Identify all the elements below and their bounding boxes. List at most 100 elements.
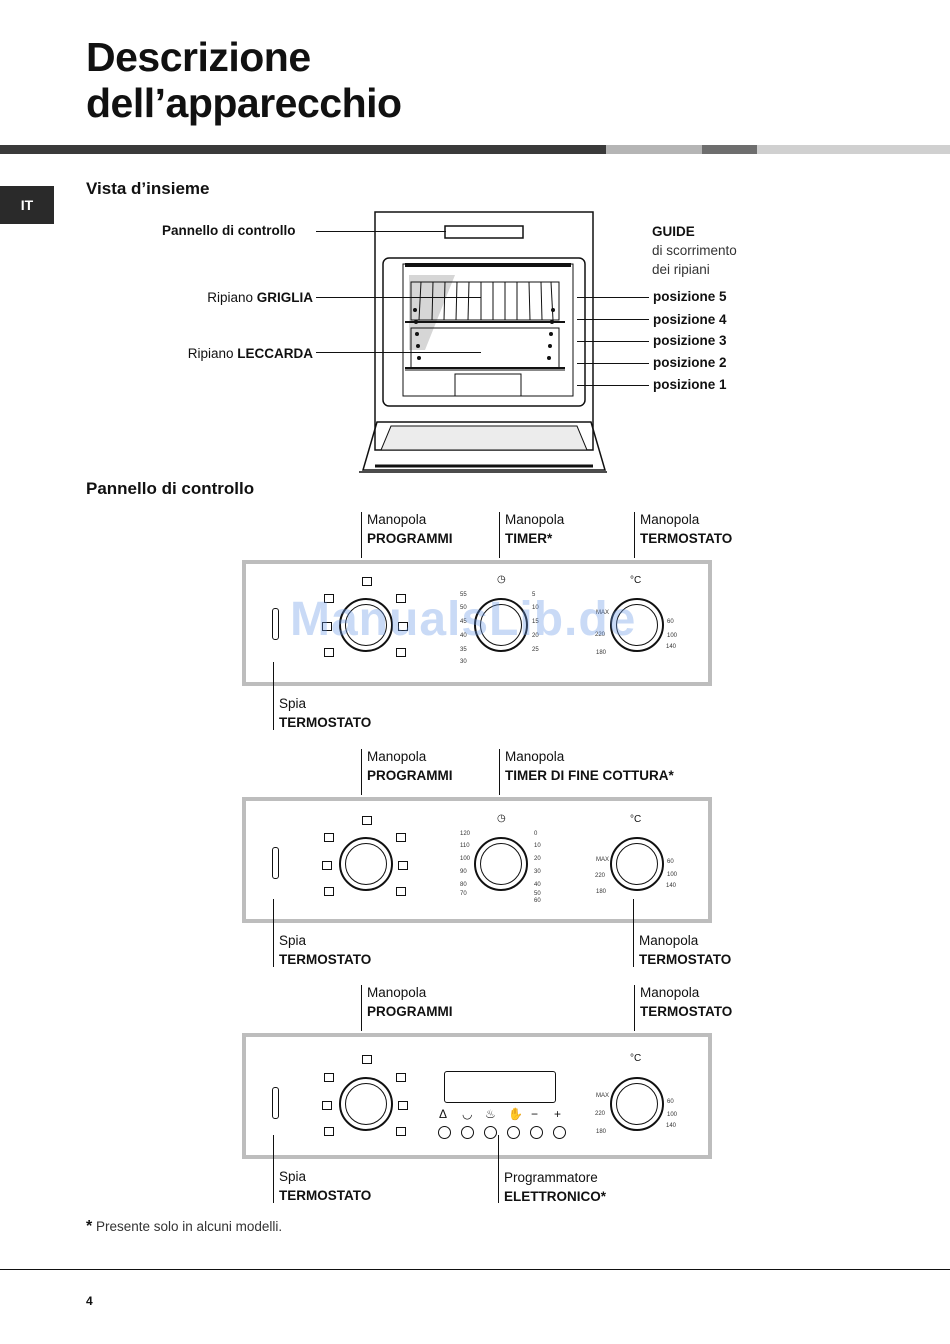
header-bar-dark	[0, 145, 606, 154]
timer-tick: 40	[460, 633, 467, 639]
programs-knob[interactable]	[339, 837, 393, 891]
thermostat-knob[interactable]	[610, 598, 664, 652]
timer-tick: 25	[532, 647, 539, 653]
end-cooking-button[interactable]	[484, 1126, 497, 1139]
label-programmi: PROGRAMMI	[367, 768, 453, 783]
timer-button[interactable]	[438, 1126, 451, 1139]
thermo-tick: 100	[667, 1112, 678, 1118]
footnote-text: Presente solo in alcuni modelli.	[96, 1219, 283, 1234]
program-icon	[324, 833, 334, 842]
program-icon	[324, 648, 334, 657]
leader-line	[633, 899, 634, 967]
position-1: posizione 1	[653, 377, 727, 392]
program-icon	[398, 1101, 408, 1110]
timer-knob[interactable]	[474, 598, 528, 652]
footer-rule	[0, 1269, 950, 1270]
control-panel-1: ◷ 55 50 45 40 35 30 5 10 15 20 25 °C MAX…	[242, 560, 712, 686]
thermo-tick: 60	[667, 859, 674, 865]
label-manopola: Manopola	[640, 512, 700, 527]
programs-knob-label-3: Manopola PROGRAMMI	[367, 983, 453, 1021]
leader-line	[577, 363, 649, 364]
thermo-tick: 220	[595, 1111, 606, 1117]
end-cooking-icon: ♨	[485, 1107, 496, 1121]
programs-knob[interactable]	[339, 598, 393, 652]
leader-line	[361, 512, 362, 558]
program-icon	[396, 1073, 406, 1082]
label-termostato: TERMOSTATO	[640, 1004, 733, 1019]
timer-tick: 70	[460, 891, 467, 897]
label-manopola: Manopola	[639, 933, 699, 948]
label-spia: Spia	[279, 696, 307, 711]
timer-tick: 35	[460, 647, 467, 653]
grill-shelf	[405, 281, 565, 323]
label-termostato: TERMOSTATO	[279, 715, 372, 730]
label-manopola: Manopola	[505, 512, 565, 527]
end-timer-knob[interactable]	[474, 837, 528, 891]
thermostat-knob-label-3: Manopola TERMOSTATO	[640, 983, 732, 1021]
position-2: posizione 2	[653, 355, 727, 370]
label-elettronico: ELETTRONICO*	[504, 1189, 607, 1204]
timer-tick: 90	[460, 869, 467, 875]
grill-name: GRIGLIA	[256, 290, 313, 305]
thermo-tick: MAX	[596, 610, 610, 616]
bell-icon: Δ	[439, 1107, 448, 1121]
leader-line	[316, 297, 481, 298]
programs-knob[interactable]	[339, 1077, 393, 1131]
label-timer-fine: TIMER DI FINE COTTURA*	[505, 768, 674, 783]
leader-line	[499, 749, 500, 795]
overview-heading: Vista d’insieme	[86, 179, 210, 198]
oven-light-icon	[362, 816, 372, 825]
timer-tick: 15	[532, 619, 539, 625]
program-icon	[398, 861, 408, 870]
position-5: posizione 5	[653, 289, 727, 304]
program-icon	[324, 1127, 334, 1136]
guides-line-3: dei ripiani	[652, 262, 710, 277]
program-icon	[396, 1127, 406, 1136]
leader-line	[498, 1135, 499, 1203]
guides-title: GUIDE	[652, 224, 695, 239]
page-number: 4	[86, 1294, 93, 1308]
position-3: posizione 3	[653, 333, 727, 348]
thermostat-knob-label-2: Manopola TERMOSTATO	[639, 931, 731, 969]
leader-line	[273, 662, 274, 730]
thermostat-knob[interactable]	[610, 1077, 664, 1131]
programmer-display	[444, 1071, 556, 1103]
page-title: Descrizione dell’apparecchio	[86, 34, 402, 126]
lamp-label-3: Spia TERMOSTATO	[279, 1167, 371, 1205]
tray-prefix: Ripiano	[187, 346, 234, 361]
control-heading: Pannello di controllo	[86, 479, 255, 498]
thermostat-knob[interactable]	[610, 837, 664, 891]
position-4: posizione 4	[653, 312, 727, 327]
minus-button[interactable]	[530, 1126, 543, 1139]
thermostat-lamp	[272, 1087, 279, 1119]
program-icon	[324, 594, 334, 603]
watermark: ManualsLib.de	[290, 593, 637, 646]
tray-name: LECCARDA	[237, 346, 313, 361]
lamp-label-2: Spia TERMOSTATO	[279, 931, 371, 969]
thermo-tick: 220	[595, 632, 606, 638]
label-spia: Spia	[279, 933, 307, 948]
plus-button[interactable]	[553, 1126, 566, 1139]
control-panel-label: Pannello di controllo	[162, 223, 296, 238]
thermostat-knob-label-1: Manopola TERMOSTATO	[640, 510, 732, 548]
cook-duration-button[interactable]	[461, 1126, 474, 1139]
thermo-tick: 180	[596, 1129, 607, 1135]
programmer-label: Programmatore ELETTRONICO*	[504, 1168, 606, 1206]
program-icon	[324, 1073, 334, 1082]
label-termostato: TERMOSTATO	[279, 952, 372, 967]
end-timer-knob-label: Manopola TIMER DI FINE COTTURA*	[505, 747, 674, 785]
control-panel-3: Δ ◡ ♨ ✋ − + °C MAX 60 220 100 180 140	[242, 1033, 712, 1159]
leader-line	[634, 512, 635, 558]
timer-tick: 20	[534, 856, 541, 862]
manual-button[interactable]	[507, 1126, 520, 1139]
program-icon	[324, 887, 334, 896]
leader-line	[634, 985, 635, 1031]
leader-line	[361, 749, 362, 795]
celsius-icon: °C	[630, 814, 642, 825]
header-bar-mid	[702, 145, 757, 154]
thermo-tick: 60	[667, 1099, 674, 1105]
thermo-tick: MAX	[596, 857, 610, 863]
label-termostato: TERMOSTATO	[639, 952, 732, 967]
leader-line	[316, 352, 481, 353]
title-line-1: Descrizione	[86, 34, 311, 80]
